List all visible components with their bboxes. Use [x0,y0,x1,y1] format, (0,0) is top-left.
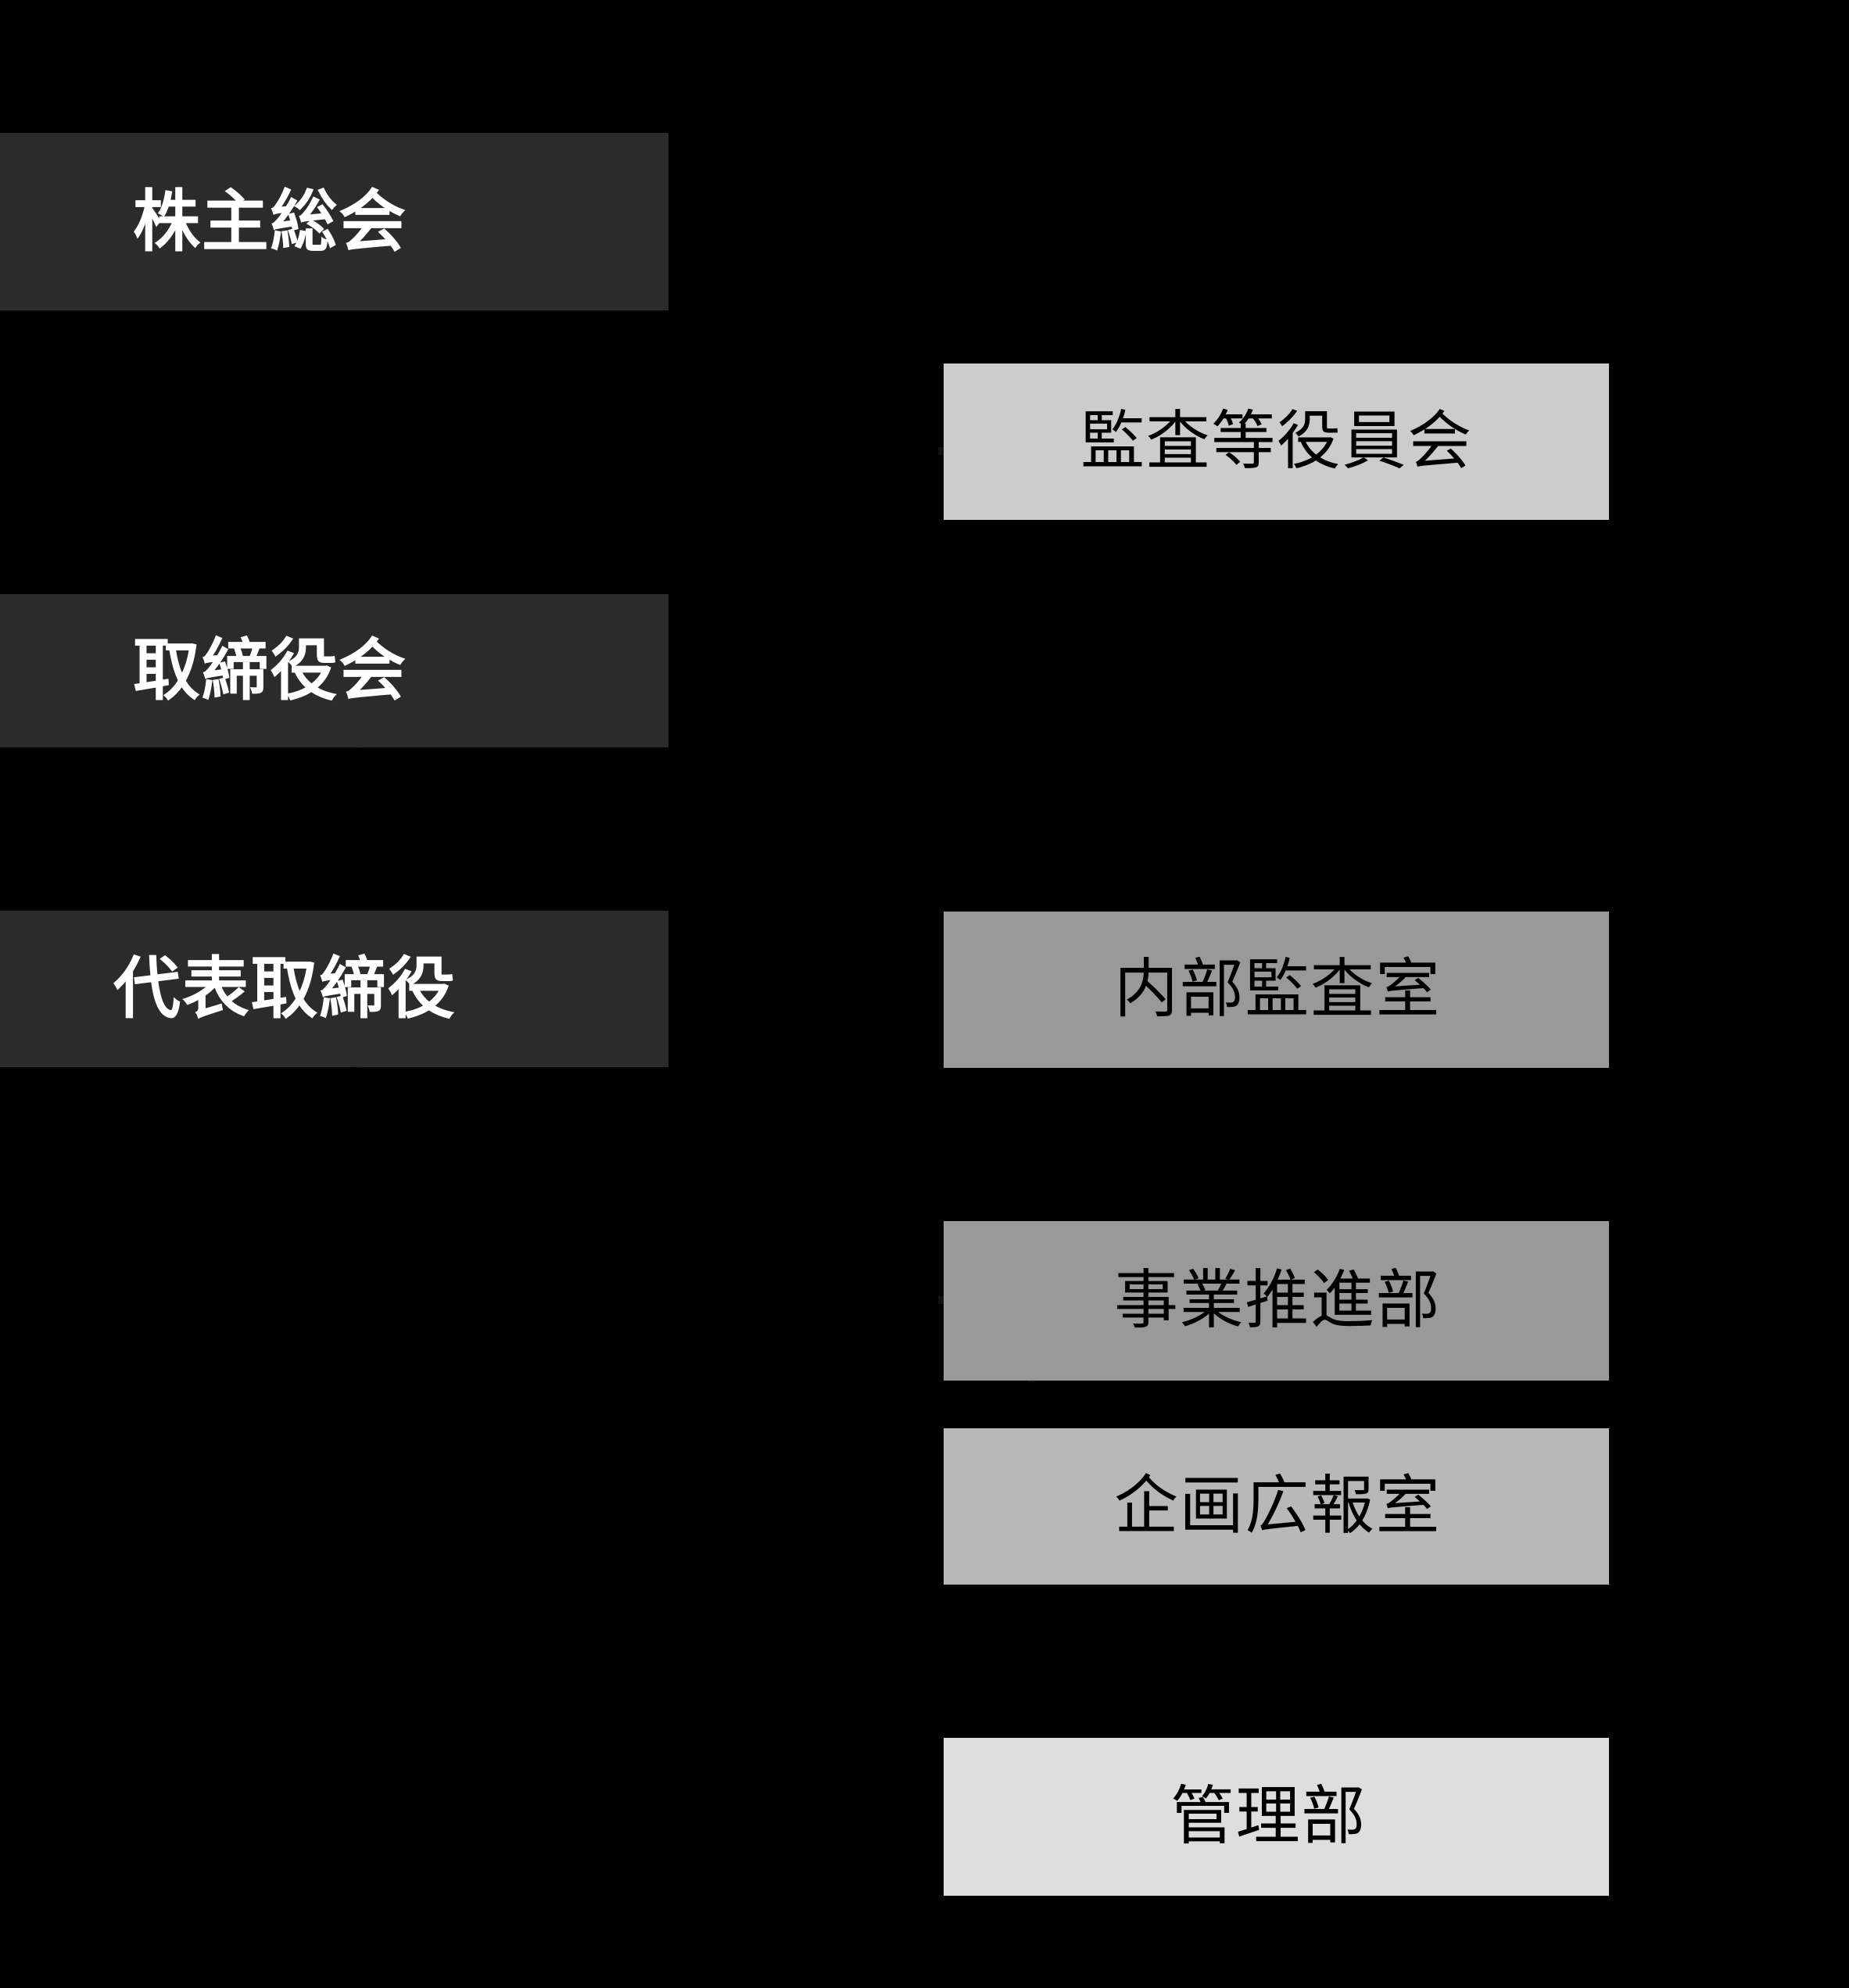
org-box-audit-committee[interactable]: 監査等役員会 [944,364,1609,520]
org-box-administration-department[interactable]: 管理部 [944,1738,1609,1896]
org-box-board-of-directors[interactable]: 取締役会 [0,594,668,747]
org-box-label-shareholders-meeting: 株主総会 [133,184,407,260]
org-box-planning-pr-office[interactable]: 企画広報室 [944,1428,1609,1585]
org-box-label-business-promotion-department: 事業推進部 [1114,1265,1442,1336]
connector-audit-committee-line [938,447,945,455]
connector-business-promotion-line [938,1296,945,1304]
org-box-label-administration-department: 管理部 [1170,1781,1367,1852]
org-box-shareholders-meeting[interactable]: 株主総会 [0,133,668,310]
org-box-representative-director[interactable]: 代表取締役 [0,911,668,1067]
org-box-internal-audit-office[interactable]: 内部監査室 [944,912,1609,1068]
org-box-business-promotion-department[interactable]: 事業推進部 [944,1221,1609,1381]
org-box-label-audit-committee: 監査等役員会 [1080,406,1473,477]
org-box-label-internal-audit-office: 内部監査室 [1114,954,1442,1025]
org-box-label-planning-pr-office: 企画広報室 [1114,1470,1442,1542]
org-box-label-representative-director: 代表取締役 [113,951,457,1026]
org-box-label-board-of-directors: 取締役会 [133,633,407,708]
